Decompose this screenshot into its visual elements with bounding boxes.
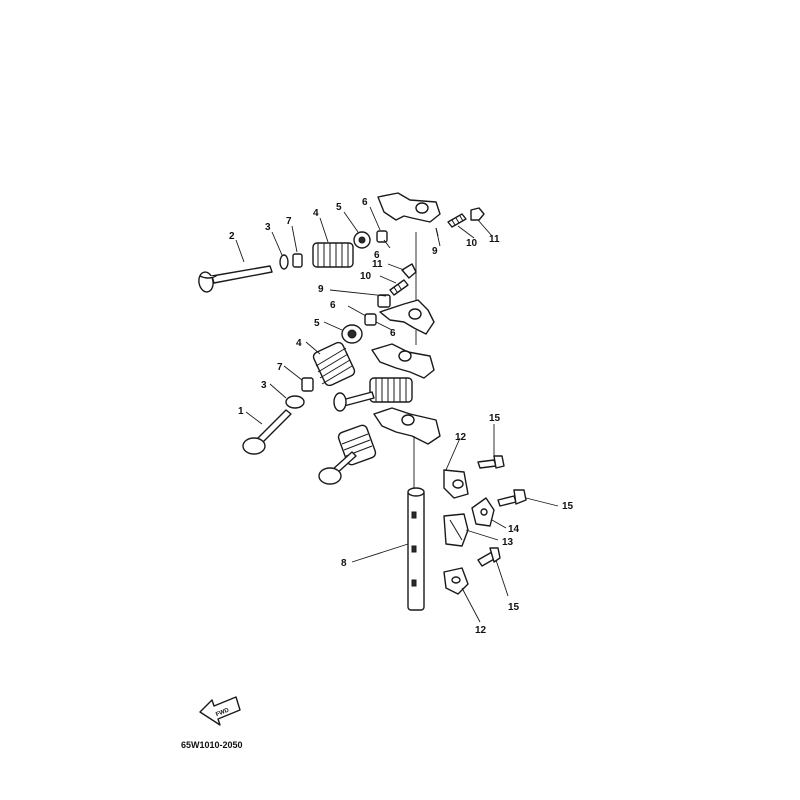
lower-left-valve-assembly <box>242 341 356 455</box>
bracket-13 <box>443 513 469 547</box>
fwd-label: FWD <box>215 707 231 718</box>
leader-lines <box>235 206 559 623</box>
middle-rocker-assembly <box>341 263 435 344</box>
callout-8: 8 <box>341 558 347 569</box>
valve-collet-upper <box>292 253 303 268</box>
callout-12: 12 <box>475 625 487 636</box>
rocker-arm-center-lower <box>373 407 441 445</box>
valve-cap-upper <box>376 230 388 243</box>
callout-10: 10 <box>360 271 372 282</box>
spring-retainer-upper <box>279 254 289 270</box>
callout-2: 2 <box>229 231 235 242</box>
callout-numbers: 2 3 7 4 5 6 6 9 10 11 11 10 9 6 6 5 4 7 … <box>229 197 574 636</box>
callout-6: 6 <box>330 300 336 311</box>
valve-cap-middle-a <box>377 294 391 308</box>
callout-6: 6 <box>374 250 380 261</box>
callout-3: 3 <box>261 380 267 391</box>
center-valve-assembly <box>318 343 441 485</box>
callout-15: 15 <box>489 413 501 424</box>
valve-spring-lower <box>312 341 356 387</box>
valve-collet-lower <box>301 377 314 392</box>
callout-1: 1 <box>238 406 244 417</box>
locknut-middle <box>401 263 417 279</box>
bolt-right <box>497 489 527 507</box>
callout-11: 11 <box>372 259 383 270</box>
callout-12: 12 <box>455 432 467 443</box>
callout-15: 15 <box>562 501 574 512</box>
valve-seal-middle <box>341 324 363 344</box>
callout-9: 9 <box>432 246 438 257</box>
callout-11: 11 <box>489 234 500 245</box>
adjusting-screw-upper <box>447 213 467 228</box>
rocker-arm-upper <box>377 192 441 237</box>
rocker-arm-middle <box>379 299 435 335</box>
callout-14: 14 <box>508 524 520 535</box>
callout-5: 5 <box>314 318 320 329</box>
callout-4: 4 <box>313 208 319 219</box>
valve-lower-left <box>242 409 292 455</box>
locknut-upper <box>470 207 485 221</box>
valve-upper <box>198 265 273 293</box>
alignment-line <box>413 232 417 490</box>
valve-spring-upper <box>312 242 354 268</box>
rocker-arm-center-upper <box>371 343 435 379</box>
adjusting-screw-middle <box>389 279 409 296</box>
upper-valve-assembly <box>198 192 485 293</box>
valve-spring-center <box>369 377 413 403</box>
valve-center <box>333 391 375 412</box>
callout-9: 9 <box>318 284 324 295</box>
bolt-upper <box>477 455 505 469</box>
shaft-bracket-upper <box>443 469 469 499</box>
callout-6: 6 <box>390 328 396 339</box>
callout-7: 7 <box>277 362 283 373</box>
bolt-lower <box>477 547 501 567</box>
valve-cap-middle-b <box>364 313 377 326</box>
rocker-shaft <box>407 487 425 611</box>
fwd-arrow-icon: FWD <box>199 696 241 726</box>
callout-3: 3 <box>265 222 271 233</box>
callout-13: 13 <box>502 537 514 548</box>
valve-seal-upper <box>353 231 371 249</box>
callout-15: 15 <box>508 602 520 613</box>
valve-center-lower <box>318 451 357 485</box>
callout-6: 6 <box>362 197 368 208</box>
callout-4: 4 <box>296 338 302 349</box>
diagram-code: 65W1010-2050 <box>181 740 243 750</box>
callout-5: 5 <box>336 202 342 213</box>
plate-14 <box>471 497 495 527</box>
callout-7: 7 <box>286 216 292 227</box>
spring-retainer-lower <box>285 395 305 409</box>
valve-spring-center-lower <box>337 424 377 466</box>
shaft-bracket-lower <box>443 567 469 595</box>
callout-10: 10 <box>466 238 478 249</box>
